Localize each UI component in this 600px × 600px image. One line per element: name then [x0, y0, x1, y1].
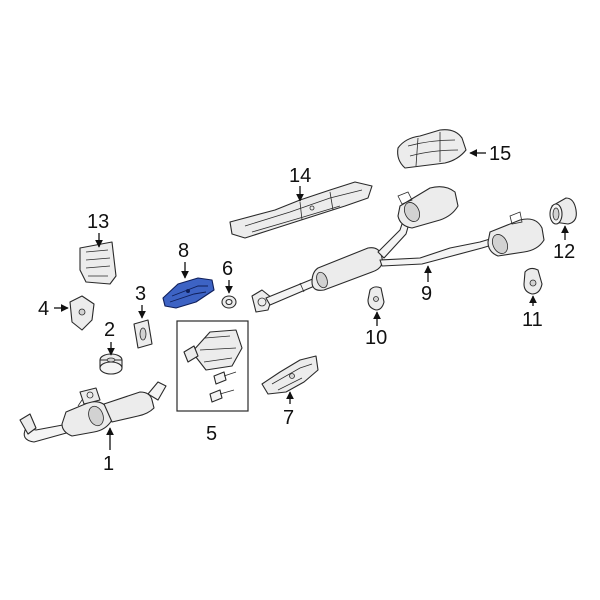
callout-7: 7 — [283, 407, 294, 429]
callout-8: 8 — [178, 240, 189, 262]
callout-15: 15 — [489, 143, 511, 165]
callout-5: 5 — [206, 423, 217, 445]
part-4-bracket[interactable] — [69, 295, 95, 331]
part-8-heat-shield-highlighted[interactable] — [162, 277, 215, 309]
part-7-heat-shield[interactable] — [261, 355, 319, 395]
part-13-heat-shield[interactable] — [79, 241, 117, 285]
callout-1: 1 — [103, 453, 114, 475]
part-12-exhaust-tip[interactable] — [549, 197, 577, 225]
callout-3: 3 — [135, 283, 146, 305]
part-15-heat-shield[interactable] — [397, 129, 467, 169]
part-14-heat-shield[interactable] — [229, 181, 373, 239]
callout-2: 2 — [104, 319, 115, 341]
part-5-catalytic-converter-kit[interactable] — [176, 320, 249, 412]
callout-4: 4 — [38, 298, 49, 320]
part-2-mount[interactable] — [99, 353, 123, 375]
callouts: 1 2 3 4 5 6 7 8 9 10 11 12 13 — [38, 143, 575, 475]
callout-10: 10 — [365, 327, 387, 349]
callout-13: 13 — [87, 211, 109, 233]
part-1-front-pipe[interactable] — [19, 381, 167, 443]
callout-11: 11 — [522, 309, 543, 331]
part-6-nut[interactable] — [221, 295, 237, 309]
part-9-exhaust-pipe[interactable] — [251, 186, 545, 313]
callout-9: 9 — [421, 283, 432, 305]
callout-12: 12 — [553, 241, 575, 263]
part-10-hanger[interactable] — [367, 286, 385, 311]
part-3-gasket[interactable] — [133, 319, 153, 349]
part-11-hanger[interactable] — [523, 267, 543, 295]
callout-6: 6 — [222, 258, 233, 280]
callout-14: 14 — [289, 165, 311, 187]
